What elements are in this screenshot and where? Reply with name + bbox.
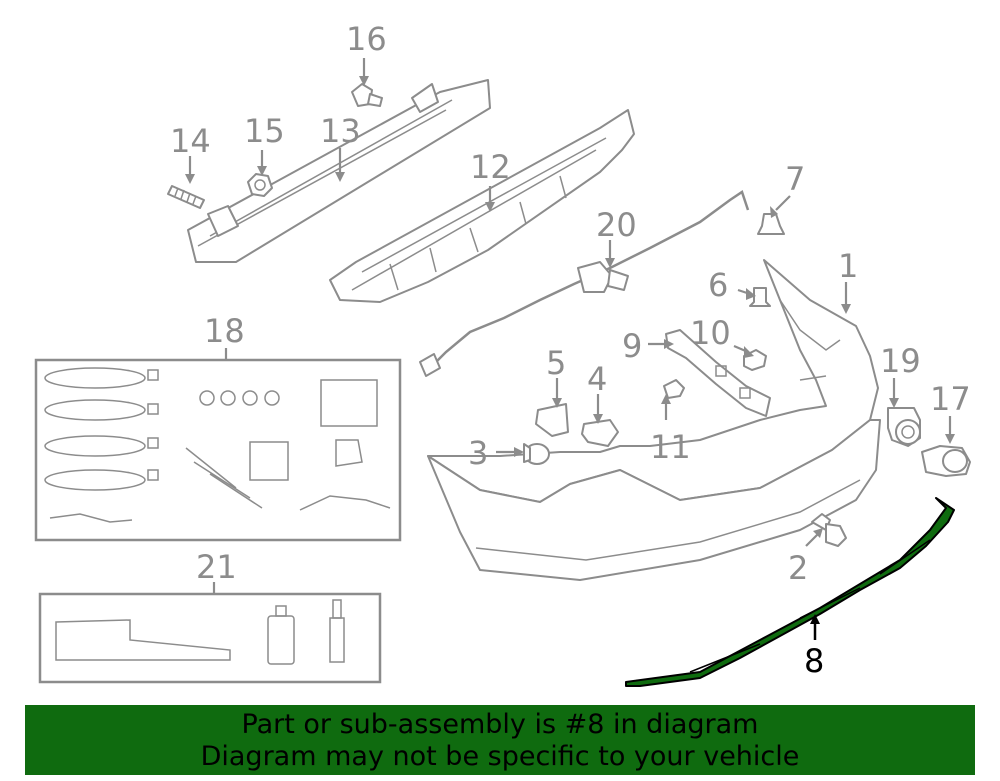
banner-line-2: Diagram may not be specific to your vehi… — [200, 741, 800, 772]
callout-6: 6 — [708, 266, 728, 304]
callout-20: 20 — [596, 206, 637, 244]
callout-15: 15 — [244, 112, 285, 150]
part-9-bracket[interactable] — [665, 329, 771, 417]
kit-harness-coils — [44, 367, 159, 523]
callout-14: 14 — [170, 122, 211, 160]
callout-19: 19 — [880, 342, 921, 380]
callout-9: 9 — [622, 327, 642, 365]
part-18-kit-box[interactable] — [34, 358, 402, 542]
callout-2: 2 — [788, 549, 808, 587]
banner-line-1: Part or sub-assembly is #8 in diagram — [241, 709, 759, 740]
part-5-bracket[interactable] — [535, 403, 569, 437]
callout-21: 21 — [196, 548, 237, 586]
callout-8: 8 — [804, 642, 824, 680]
callout-12: 12 — [470, 148, 511, 186]
callout-labels: 1 2 3 4 5 6 7 8 9 10 11 12 13 14 15 16 1… — [170, 20, 971, 680]
callout-11: 11 — [650, 428, 691, 466]
callout-7: 7 — [785, 160, 805, 198]
callout-13: 13 — [320, 112, 361, 150]
part-15-nut[interactable] — [247, 173, 273, 197]
part-3-grommet[interactable] — [523, 443, 550, 465]
callout-16: 16 — [346, 20, 387, 58]
info-banner: Part or sub-assembly is #8 in diagram Di… — [25, 705, 975, 775]
part-1-bumper-cover[interactable] — [427, 259, 881, 581]
part-16-bolt[interactable] — [351, 83, 383, 107]
kit-grommets — [199, 390, 280, 406]
callout-5: 5 — [546, 344, 566, 382]
part-20-wiring-harness[interactable] — [419, 190, 750, 377]
part-12-energy-absorber[interactable] — [329, 109, 635, 303]
parts-diagram: 1 2 3 4 5 6 7 8 9 10 11 12 13 14 15 16 1… — [34, 20, 971, 687]
leader-lines — [185, 58, 955, 640]
callout-3: 3 — [468, 434, 488, 472]
part-21-kit-box[interactable] — [38, 592, 382, 684]
part-6-fastener[interactable] — [749, 287, 771, 307]
callout-18: 18 — [204, 312, 245, 350]
part-17-sensor[interactable] — [921, 445, 971, 477]
part-2-bolt[interactable] — [811, 513, 847, 547]
part-11-push-pin[interactable] — [663, 379, 685, 399]
part-14-stud[interactable] — [167, 185, 205, 209]
callout-1: 1 — [838, 247, 858, 285]
callout-10: 10 — [690, 314, 731, 352]
part-19-sensor[interactable] — [887, 407, 921, 447]
part-4-bracket[interactable] — [581, 419, 619, 447]
part-8-trim-strip-highlighted[interactable] — [625, 497, 955, 687]
callout-4: 4 — [587, 360, 607, 398]
callout-17: 17 — [930, 380, 971, 418]
